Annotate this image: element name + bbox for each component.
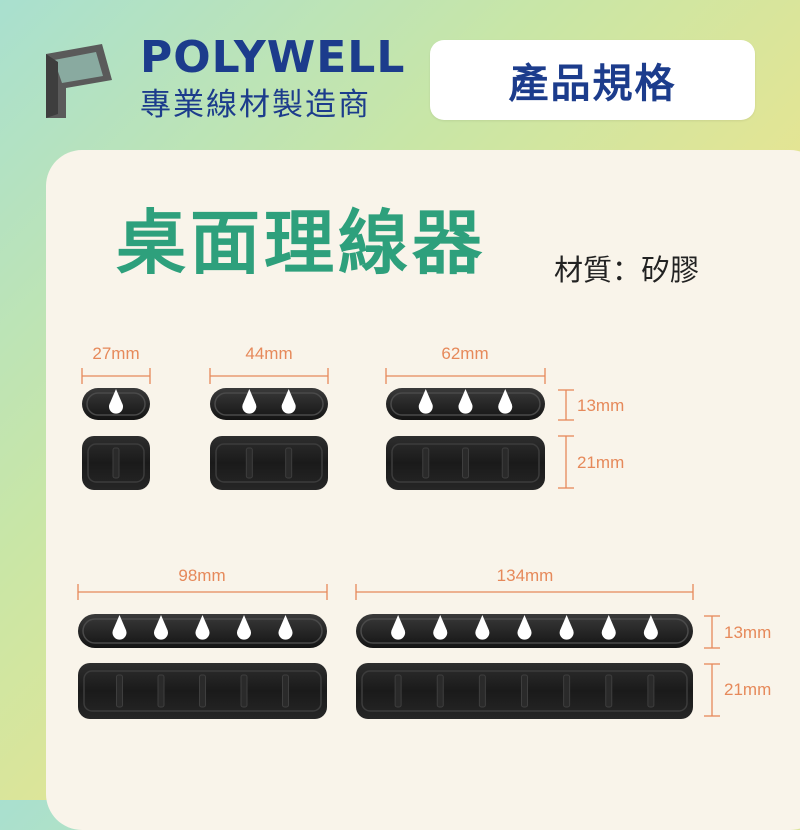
cable-slot [237,615,251,640]
side-divider [462,447,469,479]
cable-slot [154,615,168,640]
product-diagram: 27mm 44mm 62mm 98mm 134mm 13mm 21mm 13mm… [77,344,771,719]
cable-slot [433,615,448,640]
clip-side-rim [391,443,540,483]
cable-slot [458,389,473,414]
width-label-98: 98mm [178,566,225,585]
side-divider [112,447,120,479]
cable-slot [109,389,124,414]
side-divider [647,674,655,708]
side-divider [422,447,430,479]
side-divider [394,674,402,708]
width-label-134: 134mm [497,566,554,585]
material-label: 材質：矽膠 [554,253,700,287]
side-divider [436,674,444,708]
spec-label: 產品規格 [508,61,677,107]
side-divider [478,674,486,708]
cable-slot [112,615,127,640]
height-label-side-lower: 21mm [724,680,771,699]
cable-slot [475,615,490,640]
side-divider [157,674,165,708]
side-divider [199,674,206,708]
cable-slot [281,389,296,414]
cable-slot [391,615,406,640]
cable-slot [278,615,293,640]
side-divider [605,674,613,708]
cable-slot [242,389,257,414]
clip-top-inner-rim [214,392,324,416]
polywell-logo-icon [46,44,112,118]
cable-slot [559,615,574,640]
width-label-62: 62mm [441,344,488,363]
height-label-top-upper: 13mm [577,396,624,415]
cable-slot [195,615,210,640]
height-label-top-lower: 13mm [724,623,771,642]
side-divider [501,447,509,479]
side-divider [240,674,248,708]
clip-top-view [210,388,328,420]
clip-side-view [210,436,328,490]
clip-side-rim [215,443,323,483]
clip-side-rim [83,670,322,712]
clip-side-rim [361,670,688,712]
cable-slot [643,615,658,640]
width-label-44: 44mm [245,344,292,363]
brand-name: POLYWELL [140,32,406,83]
product-title: 桌面理線器 [116,202,486,284]
side-divider [285,447,293,479]
side-divider [282,674,289,708]
cable-slot [601,615,616,640]
clip-side-rim [87,443,145,483]
cable-slot [498,389,513,414]
side-divider [563,674,571,708]
side-divider [521,674,528,708]
height-label-side-upper: 21mm [577,453,624,472]
side-divider [116,674,123,708]
cable-slot [517,615,532,640]
brand-subtitle: 專業線材製造商 [140,87,371,123]
spec-label-pill: 產品規格 [430,40,755,120]
side-divider [245,447,253,479]
cable-slot [418,389,433,414]
width-label-27: 27mm [92,344,139,363]
